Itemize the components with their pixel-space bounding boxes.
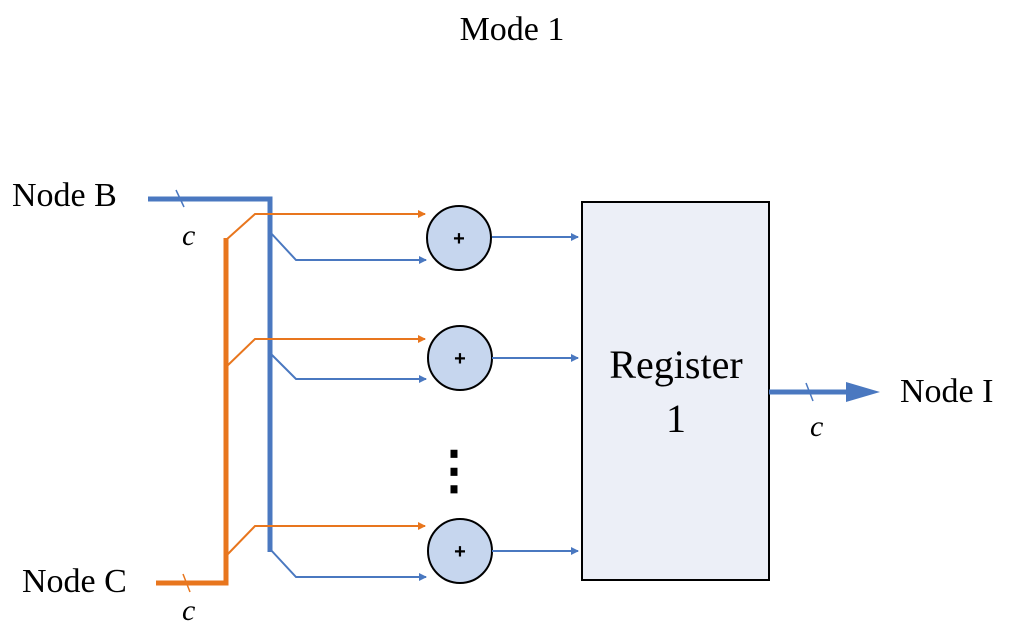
adder-2: + — [427, 325, 493, 391]
bus-width-b-label: c — [182, 219, 195, 252]
register-block: Register 1 — [581, 201, 770, 581]
adder-1: + — [426, 205, 492, 271]
register-label: Register — [609, 342, 742, 387]
orange-tap-1 — [225, 210, 426, 241]
orange-tap-2 — [225, 335, 426, 368]
diagram-title: Mode 1 — [460, 11, 565, 48]
blue-tap-3 — [269, 548, 427, 581]
adder-ellipsis: ⋮ — [428, 443, 480, 500]
adder-3-symbol: + — [454, 541, 466, 563]
node-b-bus — [148, 189, 273, 552]
output-bus — [769, 382, 880, 402]
register-number: 1 — [666, 396, 686, 441]
node-b-label: Node B — [12, 177, 117, 214]
adder-3: + — [427, 518, 493, 584]
adder-2-symbol: + — [454, 348, 466, 370]
node-c-label: Node C — [22, 563, 127, 600]
node-c-bus — [156, 238, 229, 593]
adder-1-symbol: + — [453, 228, 465, 250]
node-i-label: Node I — [900, 373, 993, 410]
orange-tap-3 — [225, 522, 426, 557]
blue-tap-2 — [269, 352, 427, 383]
bus-width-c-label: c — [182, 594, 195, 627]
adder-outputs — [492, 233, 579, 555]
orange-taps — [225, 210, 426, 557]
blue-tap-1 — [269, 231, 427, 264]
blue-taps — [269, 231, 427, 581]
bus-width-output-label: c — [810, 410, 823, 443]
